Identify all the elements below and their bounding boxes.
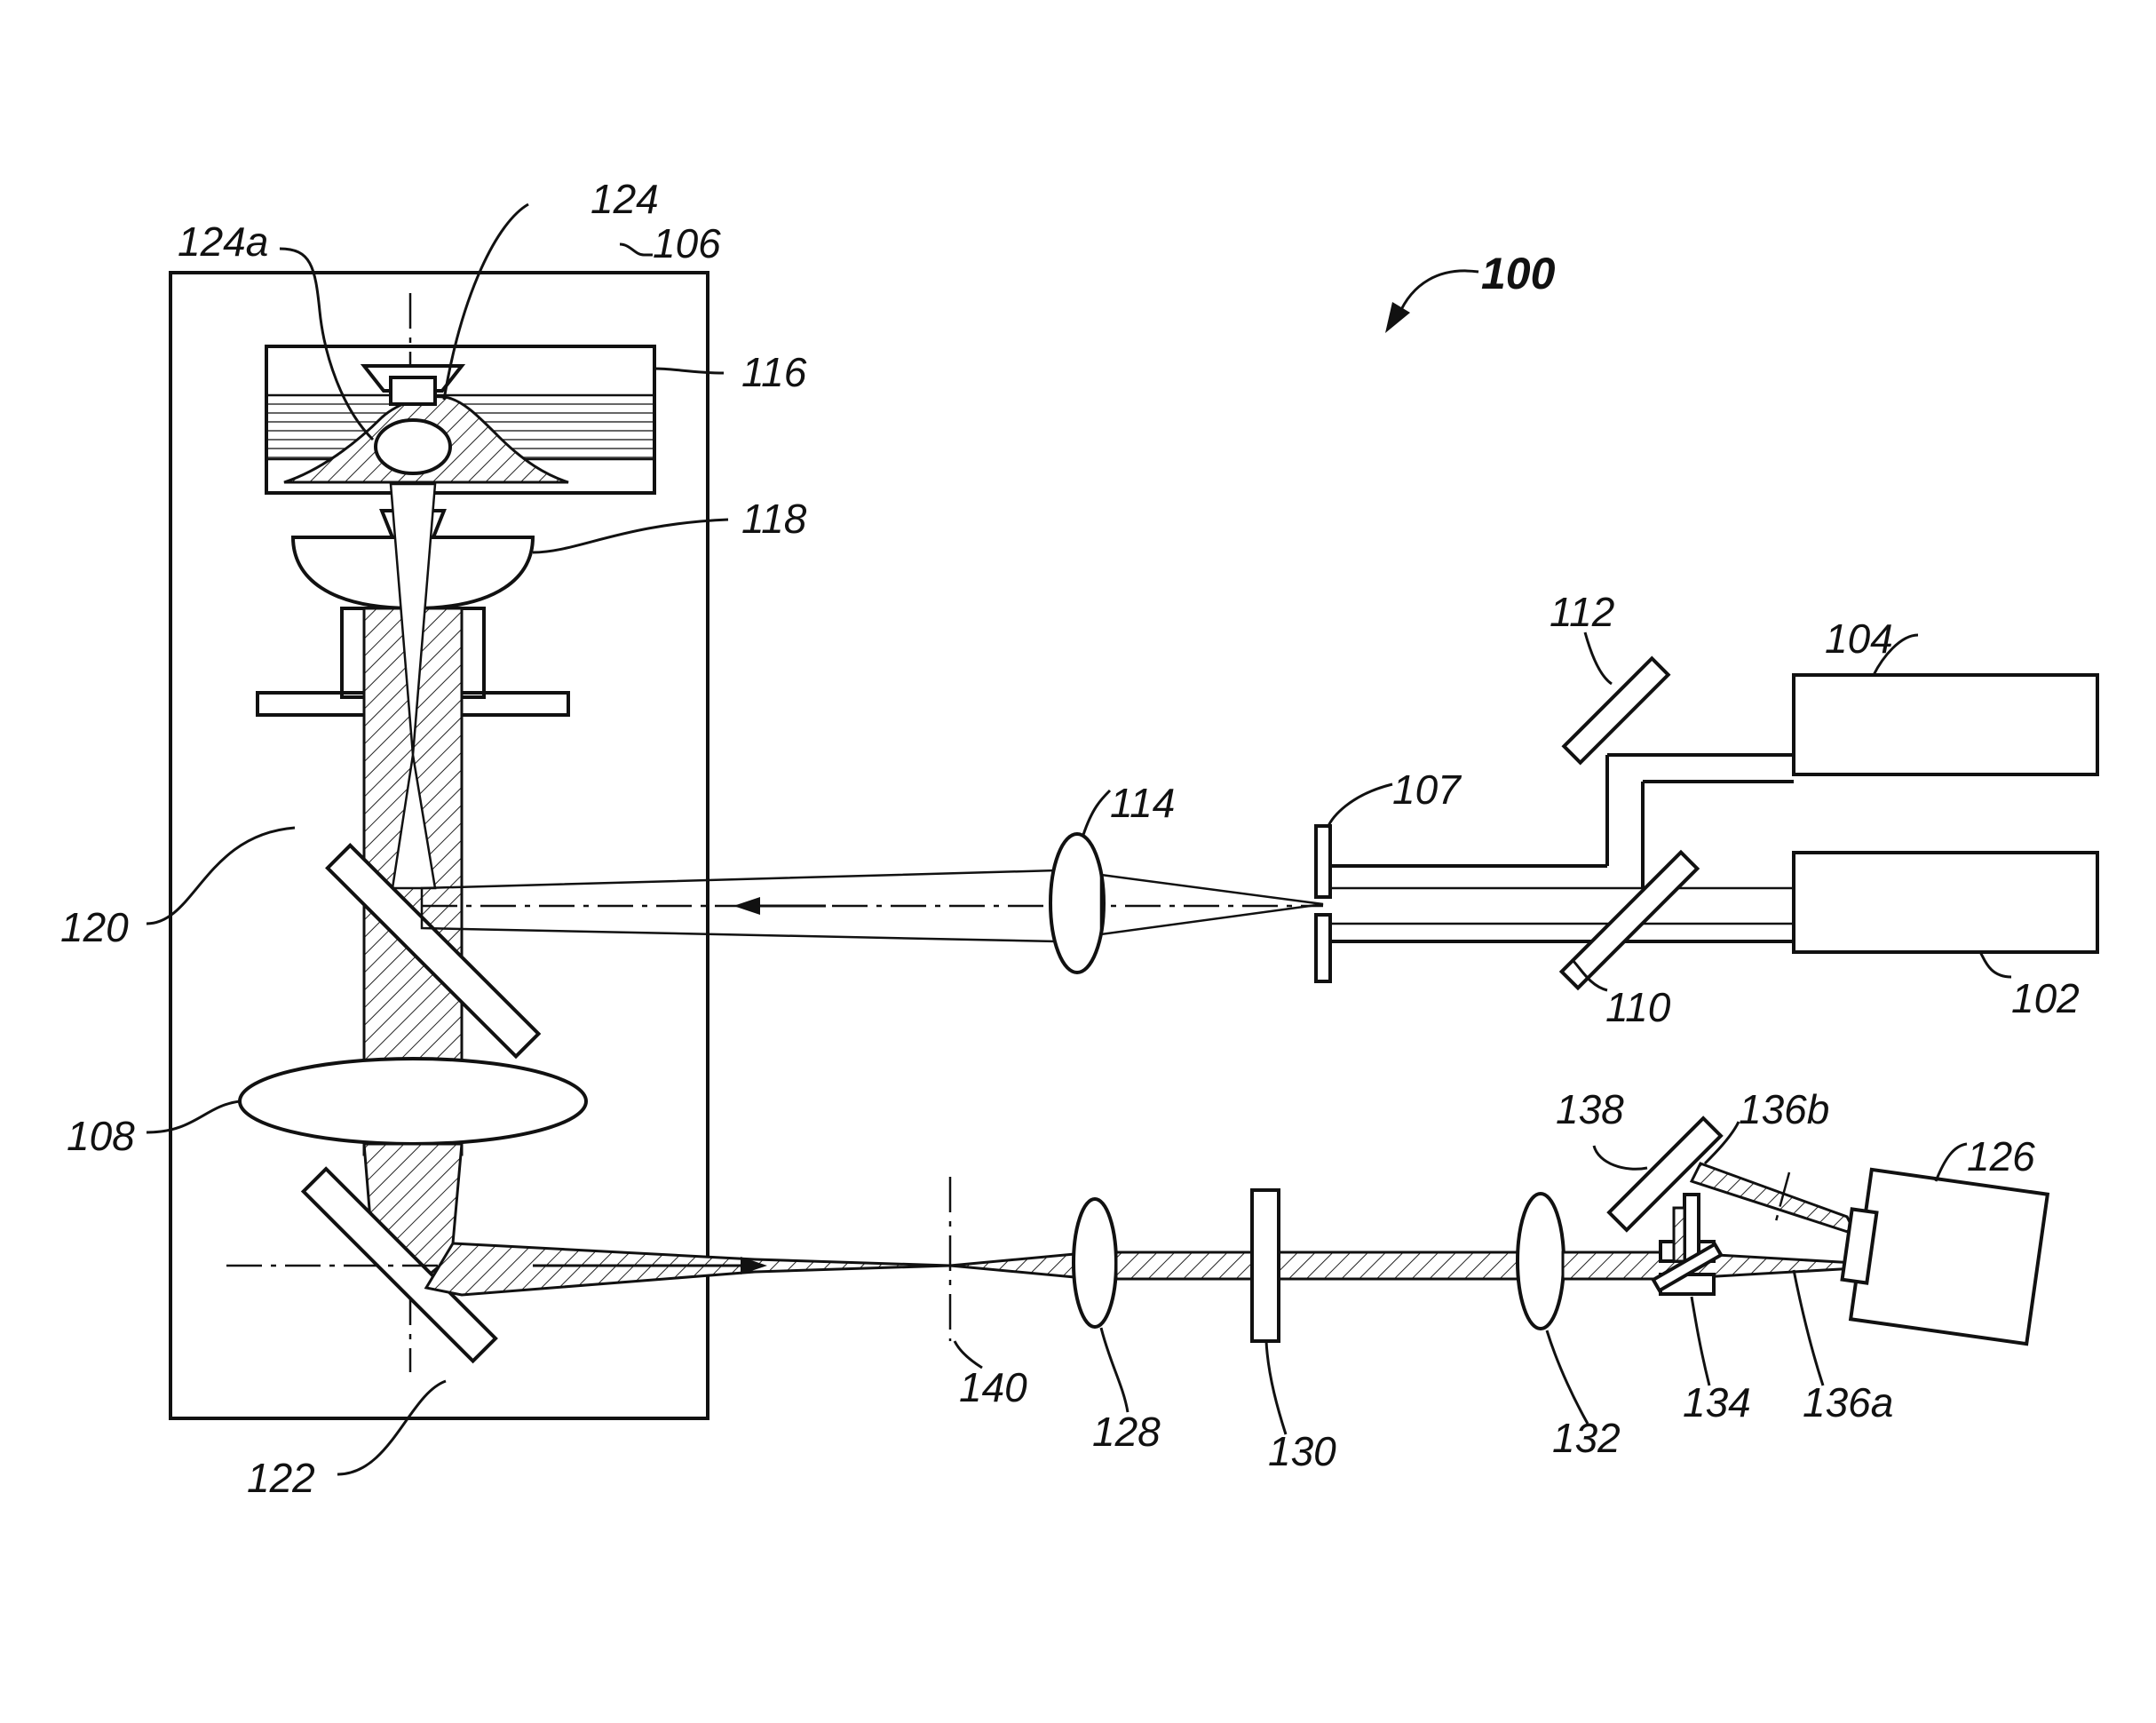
label-138: 138 xyxy=(1556,1086,1624,1132)
excitation-beam-path xyxy=(422,870,1323,941)
lens-132 xyxy=(1518,1194,1564,1329)
laser-source-102 xyxy=(1794,853,2097,952)
label-112: 112 xyxy=(1550,589,1614,635)
label-122: 122 xyxy=(247,1455,315,1501)
label-136a: 136a xyxy=(1803,1379,1893,1425)
figure-number-100: 100 xyxy=(1481,249,1556,298)
label-124a: 124a xyxy=(178,218,268,265)
dichroic-110 xyxy=(1562,853,1698,989)
label-104: 104 xyxy=(1825,615,1893,662)
mirror-112 xyxy=(1564,658,1668,762)
label-106: 106 xyxy=(653,220,721,266)
figure-reference-arrow xyxy=(1385,271,1478,333)
label-102: 102 xyxy=(2011,975,2080,1021)
filter-130 xyxy=(1252,1190,1279,1341)
label-136b: 136b xyxy=(1739,1086,1829,1132)
label-134: 134 xyxy=(1683,1379,1751,1425)
label-120: 120 xyxy=(60,904,129,950)
laser-source-104 xyxy=(1794,675,2097,774)
lens-128 xyxy=(1074,1199,1116,1327)
label-108: 108 xyxy=(67,1113,135,1159)
label-110: 110 xyxy=(1605,984,1671,1030)
beam-splitter-134 xyxy=(1653,1195,1721,1294)
beam-136b xyxy=(1692,1163,1856,1235)
beam-114-to-107 xyxy=(1101,875,1323,934)
lens-114 xyxy=(1050,834,1104,973)
tube-lens-108 xyxy=(240,1059,586,1144)
cell-124a xyxy=(376,420,450,473)
label-124: 124 xyxy=(591,176,659,222)
detector-126 xyxy=(1843,1170,2048,1344)
label-118: 118 xyxy=(741,496,807,542)
label-132: 132 xyxy=(1552,1415,1621,1461)
label-107: 107 xyxy=(1392,766,1462,813)
label-140: 140 xyxy=(959,1364,1027,1410)
label-116: 116 xyxy=(741,349,807,395)
label-126: 126 xyxy=(1967,1133,2035,1179)
detection-beam-to-pinhole xyxy=(426,1243,950,1295)
label-114: 114 xyxy=(1110,780,1175,826)
beam-pinhole-to-128 xyxy=(950,1254,1074,1277)
label-130: 130 xyxy=(1268,1428,1336,1474)
label-128: 128 xyxy=(1092,1409,1161,1455)
